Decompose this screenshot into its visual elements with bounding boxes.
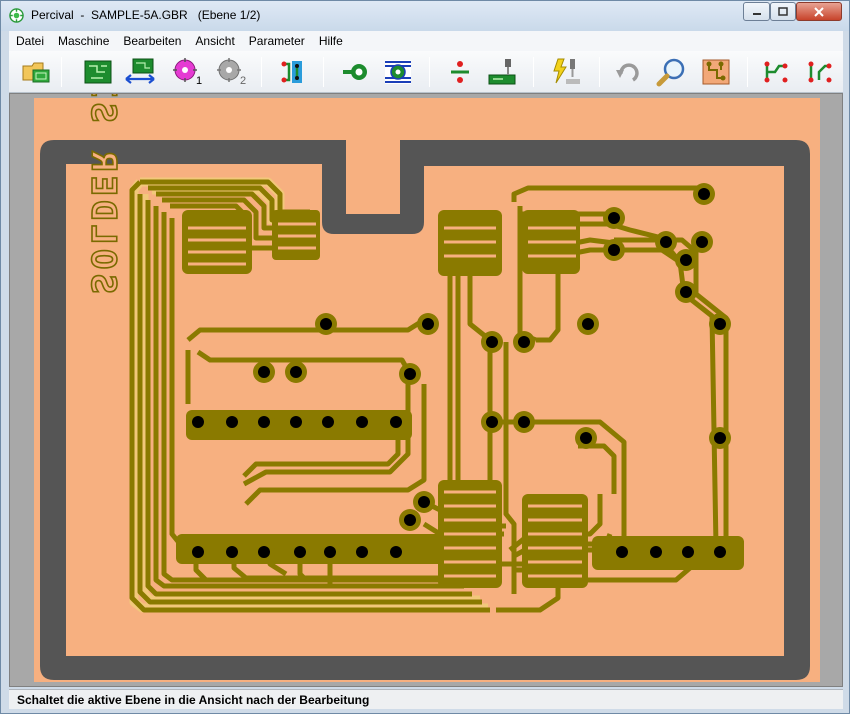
route-left-button[interactable] [759, 55, 793, 89]
maximize-icon [778, 7, 788, 16]
board-view-button[interactable] [81, 55, 115, 89]
status-text: Schaltet die aktive Ebene in die Ansicht… [17, 693, 370, 707]
status-bar: Schaltet die aktive Ebene in die Ansicht… [9, 689, 843, 709]
pad-icon [343, 64, 367, 80]
swap-layers-button[interactable] [123, 55, 157, 89]
lightning-drill-icon [553, 58, 580, 84]
layer-1-icon [173, 58, 197, 82]
swap-layers-icon [125, 58, 155, 84]
open-folder-icon [22, 62, 50, 83]
milling-machine-icon [488, 59, 516, 85]
board-layout-icon [702, 59, 730, 85]
silkscreen-text: SOLDER SIDE [83, 94, 123, 294]
menu-parameter[interactable]: Parameter [248, 34, 305, 48]
minimize-button[interactable] [743, 2, 770, 21]
close-icon [814, 6, 824, 17]
pad-button[interactable] [339, 55, 373, 89]
menu-hilfe[interactable]: Hilfe [318, 34, 343, 48]
pcb-board-icon [84, 60, 112, 84]
menu-maschine[interactable]: Maschine [58, 34, 110, 48]
toolbar-separator [261, 57, 262, 87]
layer-1-button[interactable]: 1 [171, 55, 205, 89]
menu-bar: Datei Maschine Bearbeiten Ansicht Parame… [9, 31, 843, 51]
traces-icon [281, 61, 302, 83]
route-right-icon [808, 61, 832, 83]
toolbar-separator [599, 57, 600, 87]
drill-pads [187, 183, 731, 563]
toolbar-separator [533, 57, 534, 87]
layer-2-icon [217, 58, 241, 82]
toolbar: 1 2 [9, 51, 843, 93]
toolbar-separator [429, 57, 430, 87]
window-title: Percival - SAMPLE-5A.GBR (Ebene 1/2) [31, 8, 261, 22]
pcb-canvas[interactable]: SOLDER SIDE [9, 93, 843, 687]
undo-button[interactable] [611, 55, 645, 89]
layer-2-label: 2 [240, 75, 247, 87]
zoom-button[interactable] [655, 55, 689, 89]
run-machine-button[interactable] [549, 55, 583, 89]
route-right-button[interactable] [803, 55, 837, 89]
traces-button[interactable] [275, 55, 309, 89]
milling-button[interactable] [485, 55, 519, 89]
magnifier-icon [656, 58, 685, 87]
minimize-icon [752, 12, 761, 15]
maximize-button[interactable] [770, 2, 796, 21]
menu-bearbeiten[interactable]: Bearbeiten [123, 34, 182, 48]
title-bar: Percival - SAMPLE-5A.GBR (Ebene 1/2) [1, 1, 849, 31]
layer-1-label: 1 [196, 75, 203, 87]
undo-icon [616, 63, 639, 82]
toolbar-separator [323, 57, 324, 87]
app-icon [9, 8, 24, 23]
open-file-button[interactable] [19, 55, 53, 89]
layer-2-button[interactable]: 2 [215, 55, 249, 89]
route-left-icon [764, 61, 788, 83]
isolation-icon [385, 60, 411, 84]
isolation-button[interactable] [381, 55, 415, 89]
toolbar-separator [747, 57, 748, 87]
menu-ansicht[interactable]: Ansicht [195, 34, 235, 48]
pad-slots [188, 222, 582, 578]
toolbar-separator [61, 57, 62, 87]
pcb-board[interactable]: SOLDER SIDE [10, 94, 842, 686]
board-layout-button[interactable] [699, 55, 733, 89]
menu-datei[interactable]: Datei [16, 34, 45, 48]
close-button[interactable] [796, 2, 842, 21]
drill-points-icon [451, 61, 469, 83]
drill-points-button[interactable] [443, 55, 477, 89]
